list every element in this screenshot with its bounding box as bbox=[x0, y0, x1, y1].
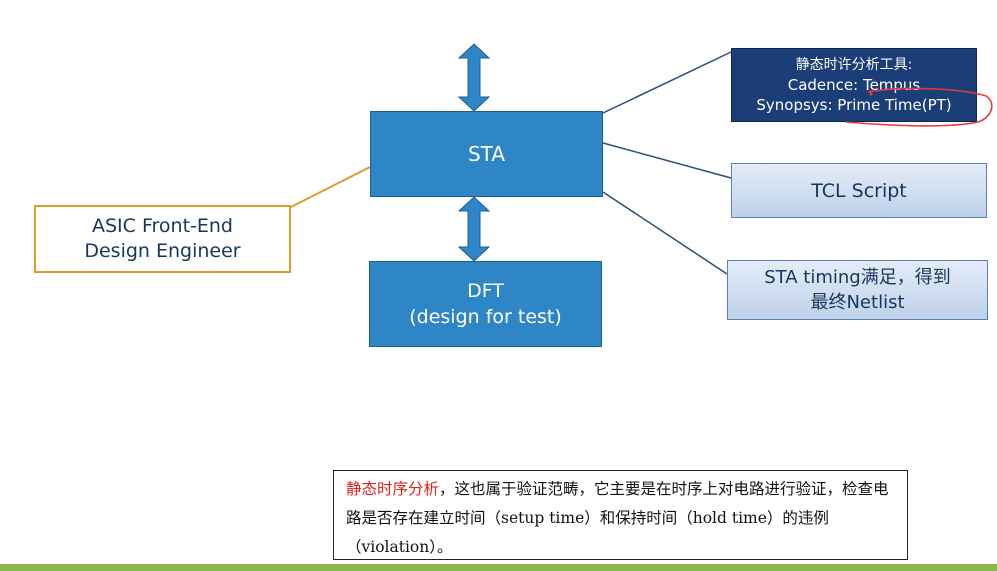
tcl-label: TCL Script bbox=[811, 179, 907, 202]
sta-tools-box: 静态时许分析工具: Cadence: Tempus Synopsys: Prim… bbox=[731, 48, 977, 122]
sta-label: STA bbox=[467, 142, 506, 166]
netlist-label-line2: 最终Netlist bbox=[810, 292, 905, 313]
bottom-accent-bar bbox=[0, 564, 997, 571]
engineer-to-sta-connector bbox=[290, 166, 371, 208]
netlist-box: STA timing满足，得到 最终Netlist bbox=[727, 260, 988, 320]
red-annotation-circle bbox=[845, 87, 993, 127]
tcl-script-box: TCL Script bbox=[731, 163, 987, 218]
sta-to-tools-connector bbox=[602, 51, 732, 114]
explanation-note: 静态时序分析，这也属于验证范畴，它主要是在时序上对电路进行验证，检查电路是否存在… bbox=[333, 470, 908, 560]
sta-to-netlist-connector bbox=[602, 191, 728, 275]
tools-title: 静态时许分析工具: bbox=[795, 57, 913, 73]
engineer-label-line1: ASIC Front-End bbox=[92, 215, 233, 237]
engineer-label-line2: Design Engineer bbox=[84, 240, 241, 262]
sta-to-tcl-connector bbox=[602, 142, 732, 179]
note-highlight: 静态时序分析 bbox=[346, 480, 440, 498]
engineer-box: ASIC Front-End Design Engineer bbox=[34, 205, 291, 273]
red-annotation-dot bbox=[869, 92, 873, 96]
note-body: ，这也属于验证范畴，它主要是在时序上对电路进行验证，检查电路是否存在建立时间（s… bbox=[346, 480, 889, 556]
tools-synopsys: Synopsys: Prime Time(PT) bbox=[756, 96, 952, 114]
dft-sublabel: (design for test) bbox=[409, 306, 562, 328]
dft-label: DFT bbox=[467, 280, 504, 302]
netlist-label-line1: STA timing满足，得到 bbox=[764, 267, 951, 288]
sta-box: STA bbox=[370, 111, 603, 197]
dft-box: DFT (design for test) bbox=[369, 261, 602, 347]
